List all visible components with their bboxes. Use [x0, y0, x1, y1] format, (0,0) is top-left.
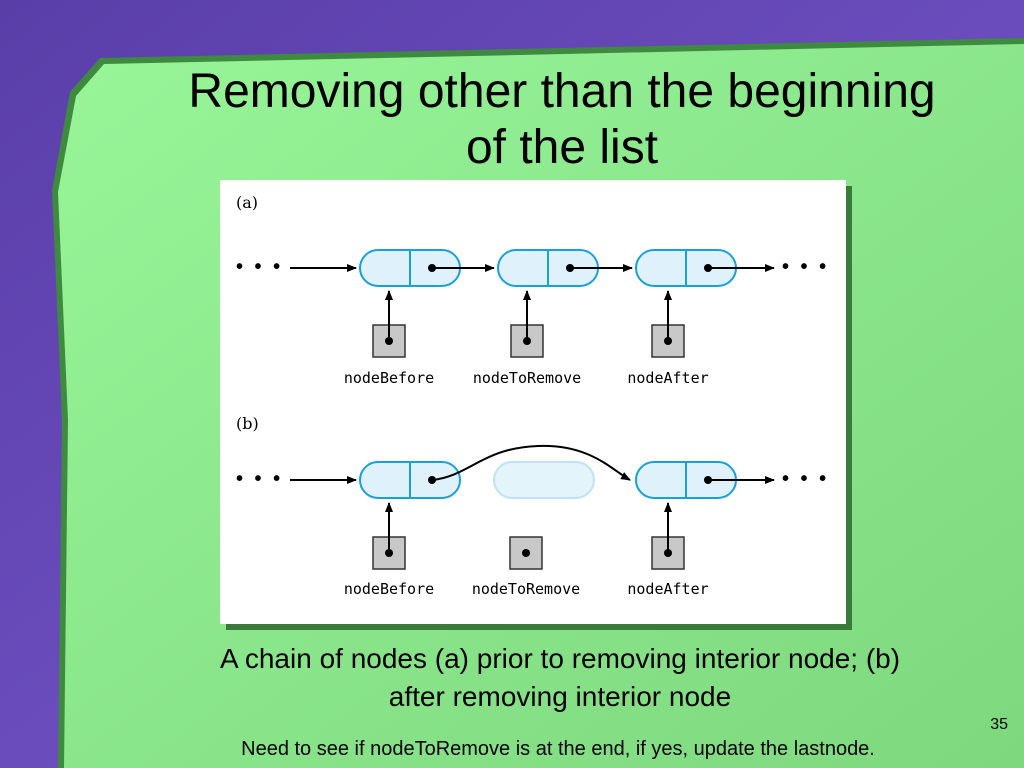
slide-title-line-2: of the list [465, 121, 659, 174]
bypass-link-arrow [431, 444, 631, 481]
part-b-ref-label-node-after: nodeAfter [627, 580, 708, 598]
part-a-ellipsis-left: • • • [236, 256, 283, 278]
ref-box-node-before-b [372, 502, 406, 570]
slide-title: Removing other than the beginning of the… [100, 64, 1024, 176]
part-b-label: (b) [236, 414, 259, 433]
diagram-part-b: (b) • • • • • • [236, 414, 829, 598]
removed-node-b [493, 461, 595, 499]
part-a-ref-label-node-to-remove: nodeToRemove [473, 369, 581, 387]
part-b-ref-label-node-to-remove: nodeToRemove [472, 580, 580, 598]
linked-list-diagram: (a) • • • • [236, 193, 829, 598]
part-a-ref-label-node-before: nodeBefore [344, 369, 434, 387]
ref-box-node-after-b [651, 502, 685, 570]
slide-number: 35 [990, 716, 1008, 733]
figure-caption-line-2: after removing interior node [388, 681, 732, 712]
part-a-ref-label-node-after: nodeAfter [627, 369, 708, 387]
ref-box-node-before [372, 290, 406, 358]
slide-title-line-1: Removing other than the beginning [188, 65, 936, 118]
figure-caption: A chain of nodes (a) prior to removing i… [120, 640, 1000, 716]
linked-node-before-b [359, 461, 461, 499]
part-b-ellipsis-right: • • • [782, 468, 829, 490]
ref-box-node-to-remove-b [509, 536, 543, 570]
diagram-part-a: (a) • • • • [236, 193, 829, 387]
part-a-ellipsis-right: • • • [782, 256, 829, 278]
linked-node-before [359, 249, 461, 287]
part-a-label: (a) [236, 193, 258, 212]
diagram-panel: (a) • • • • [220, 180, 846, 624]
ref-box-node-after [651, 290, 685, 358]
part-b-ellipsis-left: • • • [236, 468, 283, 490]
figure-caption-line-1: A chain of nodes (a) prior to removing i… [219, 643, 901, 674]
ref-box-node-to-remove [510, 290, 544, 358]
footer-note: Need to see if nodeToRemove is at the en… [241, 738, 875, 760]
part-b-ref-label-node-before: nodeBefore [344, 580, 434, 598]
